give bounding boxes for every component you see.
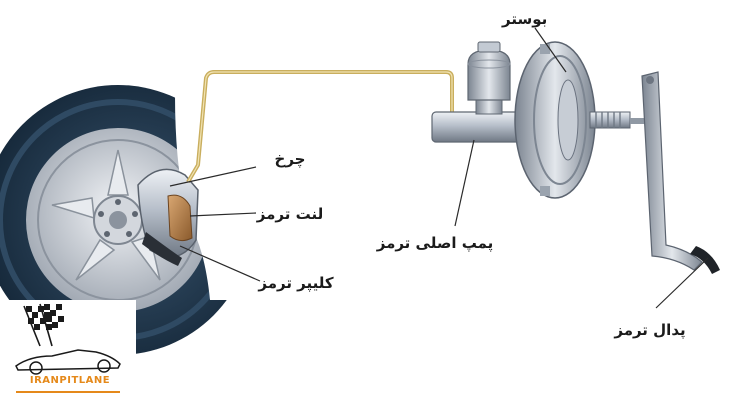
logo <box>0 300 136 400</box>
brake-pad <box>167 194 193 242</box>
checkered-flag-icon <box>23 303 64 347</box>
logo-underline <box>16 391 120 393</box>
lug-nuts <box>98 199 138 237</box>
reservoir-cap <box>477 41 501 53</box>
label-brake-pad: لنت ترمز <box>256 205 323 223</box>
label-brake-caliper: کلیپر ترمز <box>257 274 334 293</box>
pointer-lines <box>169 27 709 309</box>
race-car-icon <box>15 349 121 375</box>
label-booster: بوستر <box>501 10 547 28</box>
label-master-cylinder: پمپ اصلی ترمز <box>376 234 494 253</box>
caliper-hose <box>142 232 182 266</box>
brake-pedal <box>641 71 720 274</box>
label-wheel: چرخ <box>275 150 306 169</box>
brake-booster <box>514 41 596 199</box>
label-brake-pedal: پدال ترمز <box>613 321 685 340</box>
logo-graphic <box>15 303 121 393</box>
fluid-reservoir <box>467 49 511 101</box>
pedal-pad <box>690 246 720 274</box>
logo-text: IRANPITLANE <box>29 375 111 386</box>
